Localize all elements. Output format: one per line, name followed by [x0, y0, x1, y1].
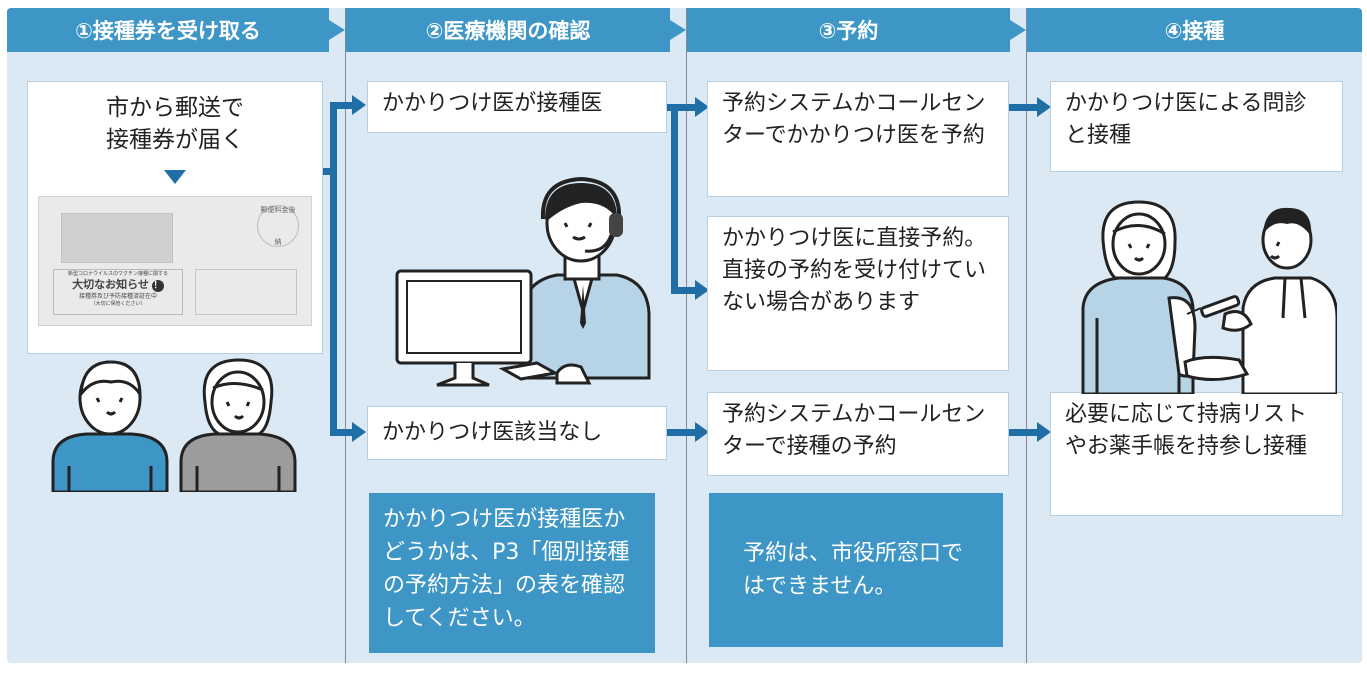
reserve-vaccination-box: 予約システムかコールセンターで接種の予約 — [707, 392, 1009, 476]
vaccination-illustration — [1081, 200, 1337, 394]
step-header-1: ①接種券を受け取る — [7, 8, 345, 52]
flow-connector — [330, 102, 337, 436]
step-header-label: ①接種券を受け取る — [75, 19, 261, 43]
mail-notice-text: 市から郵送で 接種券が届く — [106, 95, 244, 153]
arrow-right-icon — [695, 422, 709, 442]
flow-connector — [1009, 104, 1037, 111]
step-header-4: ④接種 — [1027, 8, 1362, 52]
reserve-family-doctor-box: 予約システムかコールセンターでかかりつけ医を予約 — [707, 81, 1009, 197]
envelope-image: 郵便料金後納 新型コロナウイルスのワクチン接種に関する 大切なお知らせ！ 接種券… — [38, 196, 312, 326]
step-header-3: ③予約 — [687, 8, 1026, 52]
header-arrow-icon — [670, 20, 686, 40]
arrow-right-icon — [695, 280, 709, 300]
column-divider — [686, 8, 687, 663]
mail-notice-box: 市から郵送で 接種券が届く 郵便料金後納 新型コロナウイルスのワクチン接種に関す… — [27, 81, 323, 354]
direct-reservation-box: かかりつけ医に直接予約。直接の予約を受け付けていない場合があります — [707, 216, 1009, 371]
step-header-2: ②医療機関の確認 — [346, 8, 686, 52]
envelope-address-block — [195, 269, 297, 315]
column-divider — [345, 8, 346, 663]
envelope-label: 新型コロナウイルスのワクチン接種に関する 大切なお知らせ！ 接種券及び予防接種済… — [53, 269, 183, 315]
flow-connector — [671, 104, 678, 294]
flow-connector — [671, 287, 695, 294]
arrow-right-icon — [352, 422, 366, 442]
arrow-right-icon — [352, 95, 366, 115]
two-people-illustration — [51, 358, 297, 492]
step-header-label: ④接種 — [1164, 19, 1225, 43]
city-hall-note: 予約は、市役所窓口ではできません。 — [709, 493, 1003, 647]
header-arrow-icon — [1010, 20, 1026, 40]
doctor-exam-box: かかりつけ医による問診と接種 — [1050, 81, 1343, 172]
flow-connector — [330, 102, 354, 109]
family-doctor-none-box: かかりつけ医該当なし — [367, 406, 667, 460]
flow-connector — [667, 104, 695, 111]
column-divider — [1026, 8, 1027, 663]
check-table-note: かかりつけ医が接種医かどうかは、P3「個別接種の予約方法」の表を確認してください… — [369, 493, 655, 653]
header-arrow-icon — [329, 20, 345, 40]
flow-connector — [1009, 429, 1037, 436]
step-header-label: ②医療機関の確認 — [425, 19, 591, 43]
arrow-right-icon — [1037, 97, 1051, 117]
triangle-down-icon — [164, 170, 186, 184]
bring-medical-list-box: 必要に応じて持病リストやお薬手帳を持参し接種 — [1050, 392, 1343, 516]
family-doctor-yes-box: かかりつけ医が接種医 — [367, 81, 667, 133]
arrow-right-icon — [695, 97, 709, 117]
flow-panel: ①接種券を受け取る ②医療機関の確認 ③予約 ④接種 市から郵送で 接種券が届く… — [7, 8, 1362, 663]
arrow-right-icon — [1037, 422, 1051, 442]
flow-connector — [330, 429, 354, 436]
envelope-window — [61, 213, 173, 263]
call-center-operator-illustration — [395, 176, 651, 387]
envelope-stamp: 郵便料金後納 — [257, 205, 299, 247]
exclamation-icon: ！ — [151, 280, 164, 292]
step-header-label: ③予約 — [818, 19, 879, 43]
flow-connector — [667, 429, 695, 436]
